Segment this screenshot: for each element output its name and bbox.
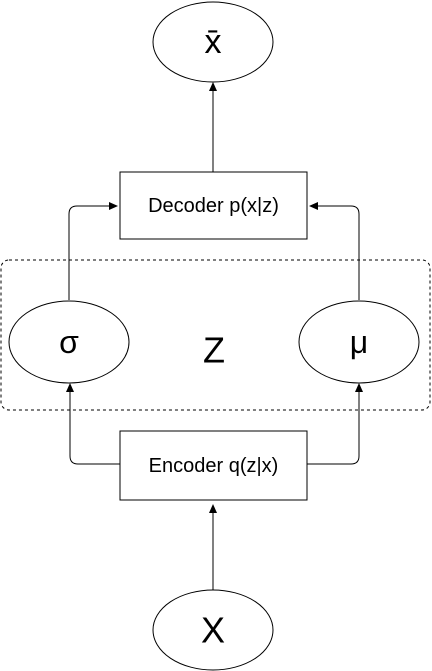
latent-label: Z: [203, 330, 225, 371]
mu-node-shape: [298, 300, 420, 384]
sigma-node-label: σ: [59, 324, 79, 360]
output-node-label: x̄: [205, 23, 222, 61]
mu-node: μ: [298, 300, 420, 384]
sigma-node-shape: [8, 300, 130, 384]
latent-group-box: [0, 259, 431, 411]
input-node-label: X: [201, 610, 225, 651]
sigma-to-decoder-arrow: [68, 202, 118, 300]
encoder-box-shape: [119, 430, 308, 501]
mu-node-label: μ: [350, 324, 368, 360]
encoder-to-sigma-arrow: [66, 383, 120, 465]
mu-to-decoder-arrow: [309, 202, 360, 300]
decoder-box: Decoder p(x|z): [119, 171, 308, 240]
output-node: x̄: [152, 1, 274, 83]
output-node-shape: [152, 1, 274, 83]
encoder-to-mu-arrow: [307, 383, 363, 465]
sigma-node: σ: [8, 300, 130, 384]
encoder-label: Encoder q(z|x): [149, 455, 279, 477]
input-node-shape: [152, 589, 274, 671]
input-node: X: [152, 589, 274, 671]
decoder-label: Decoder p(x|z): [148, 195, 279, 217]
decoder-box-shape: [119, 171, 308, 240]
encoder-box: Encoder q(z|x): [119, 430, 308, 501]
